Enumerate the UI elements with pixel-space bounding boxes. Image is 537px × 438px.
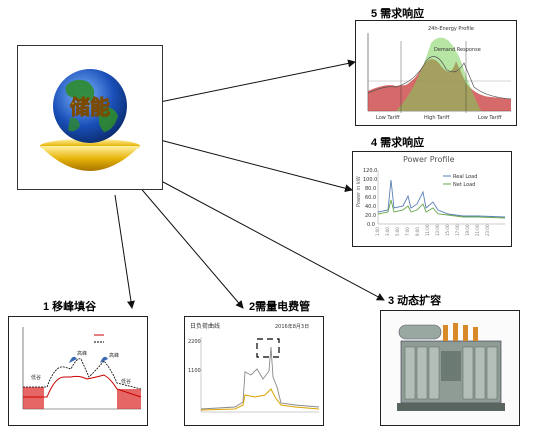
p5-tag-low2: Low Tariff [478, 115, 502, 121]
p2-title: 日负荷曲线 [190, 322, 220, 330]
panel-demand-response-5: 24h-Energy Profile Demand Response Low T… [355, 20, 517, 126]
storage-center-box: 储能 [17, 45, 163, 190]
p4-legend-real: Real Load [453, 174, 477, 180]
p4-legend-net: Net Load [453, 182, 475, 188]
p5-tag-low1: Low Tariff [376, 115, 400, 121]
energy-profile-chart: 24h-Energy Profile Demand Response Low T… [367, 26, 512, 121]
svg-text:3:00: 3:00 [385, 227, 390, 236]
svg-text:13:00: 13:00 [435, 224, 440, 236]
svg-text:80.0: 80.0 [365, 186, 376, 192]
svg-text:21:00: 21:00 [475, 224, 480, 236]
p1-valley1: 低谷 [31, 374, 41, 381]
svg-text:60.0: 60.0 [365, 195, 376, 201]
p5-tag-dr: Demand Response [434, 47, 481, 53]
transformer-image [381, 311, 519, 425]
svg-text:15:00: 15:00 [445, 224, 450, 236]
svg-text:100.0: 100.0 [363, 177, 377, 183]
p1-peak2: 高峰 [109, 352, 119, 359]
svg-text:0.0: 0.0 [367, 222, 375, 228]
p2-y2: 1100 [188, 368, 201, 374]
svg-text:11:00: 11:00 [425, 224, 430, 236]
svg-text:7:00: 7:00 [405, 227, 410, 236]
p5-title: 24h-Energy Profile [428, 26, 474, 32]
storage-label: 储能 [70, 95, 110, 119]
p2-date: 2016年8月3日 [275, 323, 309, 330]
p5-tag-high: High Tariff [424, 115, 450, 121]
storage-globe-icon: 储能 [40, 69, 140, 171]
panel-demand-response-4: Power Profile Power in kW 120.0 100.0 80… [352, 151, 512, 247]
caption-p3: 3 动态扩容 [388, 295, 442, 307]
panel-demand-charge: 日负荷曲线 2016年8月3日 2200 1100 [184, 316, 324, 426]
p4-ylabel: Power in kW [356, 176, 362, 207]
svg-text:40.0: 40.0 [365, 204, 376, 210]
peak-valley-chart: 高峰 高峰 低谷 低谷 [22, 327, 142, 410]
daily-load-chart: 日负荷曲线 2016年8月3日 2200 1100 [188, 322, 320, 413]
p4-title: Power Profile [403, 155, 455, 164]
p2-y1: 2200 [188, 339, 201, 345]
svg-text:1:00: 1:00 [375, 227, 380, 236]
svg-text:120.0: 120.0 [363, 168, 377, 174]
p1-peak1: 高峰 [77, 350, 87, 357]
arrow-to-p4 [159, 139, 353, 193]
svg-text:9:00: 9:00 [415, 227, 420, 236]
svg-text:5:00: 5:00 [395, 227, 400, 236]
svg-text:17:00: 17:00 [455, 224, 460, 236]
panel-dynamic-expansion [380, 310, 520, 426]
panel-peak-shaving: 高峰 高峰 低谷 低谷 [8, 316, 148, 426]
svg-text:19:00: 19:00 [465, 224, 470, 236]
caption-p4: 4 需求响应 [371, 137, 425, 149]
arrow-to-p2 [137, 184, 244, 309]
caption-p5: 5 需求响应 [371, 8, 425, 20]
caption-p1: 1 移峰填谷 [43, 301, 97, 313]
svg-text:20.0: 20.0 [365, 213, 376, 219]
arrow-to-p5 [154, 59, 356, 104]
power-profile-chart: Power Profile Power in kW 120.0 100.0 80… [356, 155, 506, 236]
arrow-to-p1 [114, 194, 135, 309]
caption-p2: 2需量电费管 [249, 301, 311, 313]
arrow-to-p3 [149, 174, 385, 301]
svg-text:23:00: 23:00 [485, 224, 490, 236]
p1-valley2: 低谷 [121, 378, 131, 385]
